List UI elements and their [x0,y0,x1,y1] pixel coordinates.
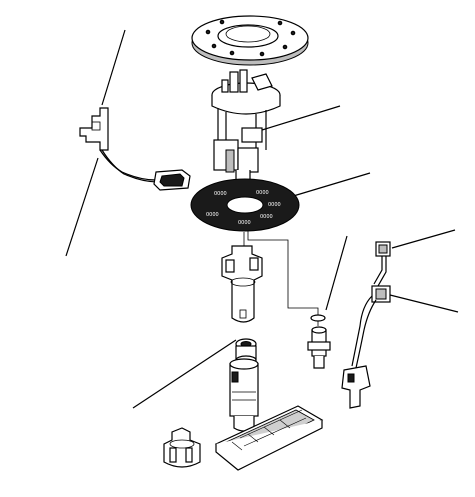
leader-line-gasket [289,172,371,198]
mounting-flange [191,15,309,66]
pump-bracket-assembly [211,69,281,183]
fuel-pipe [247,231,319,326]
leader-lines [65,29,459,409]
svg-text:0000: 0000 [238,220,251,226]
pressure-regulator [307,314,331,369]
svg-text:0000: 0000 [256,190,269,196]
svg-text:0000: 0000 [268,202,281,208]
fuel-level-sender [79,107,191,191]
svg-text:0000: 0000 [206,212,219,218]
leader-line-bracket [261,105,341,131]
pump-sleeve [221,245,263,323]
pump-cap [163,427,201,468]
leader-line-filter-clip [132,339,237,409]
leader-line-sender-top [101,29,126,106]
base-gasket: 0000 0000 0000 0000 0000 0000 [190,178,300,232]
leader-line-sender-bottom [65,157,99,257]
fuel-pump [229,358,259,432]
leader-line-connector [391,229,456,249]
leader-line-harness [389,294,459,313]
wiring-harness [341,241,391,409]
strainer [214,405,324,471]
svg-text:0000: 0000 [260,214,273,220]
svg-text:0000: 0000 [214,191,227,197]
leader-line-regulator [325,235,348,311]
